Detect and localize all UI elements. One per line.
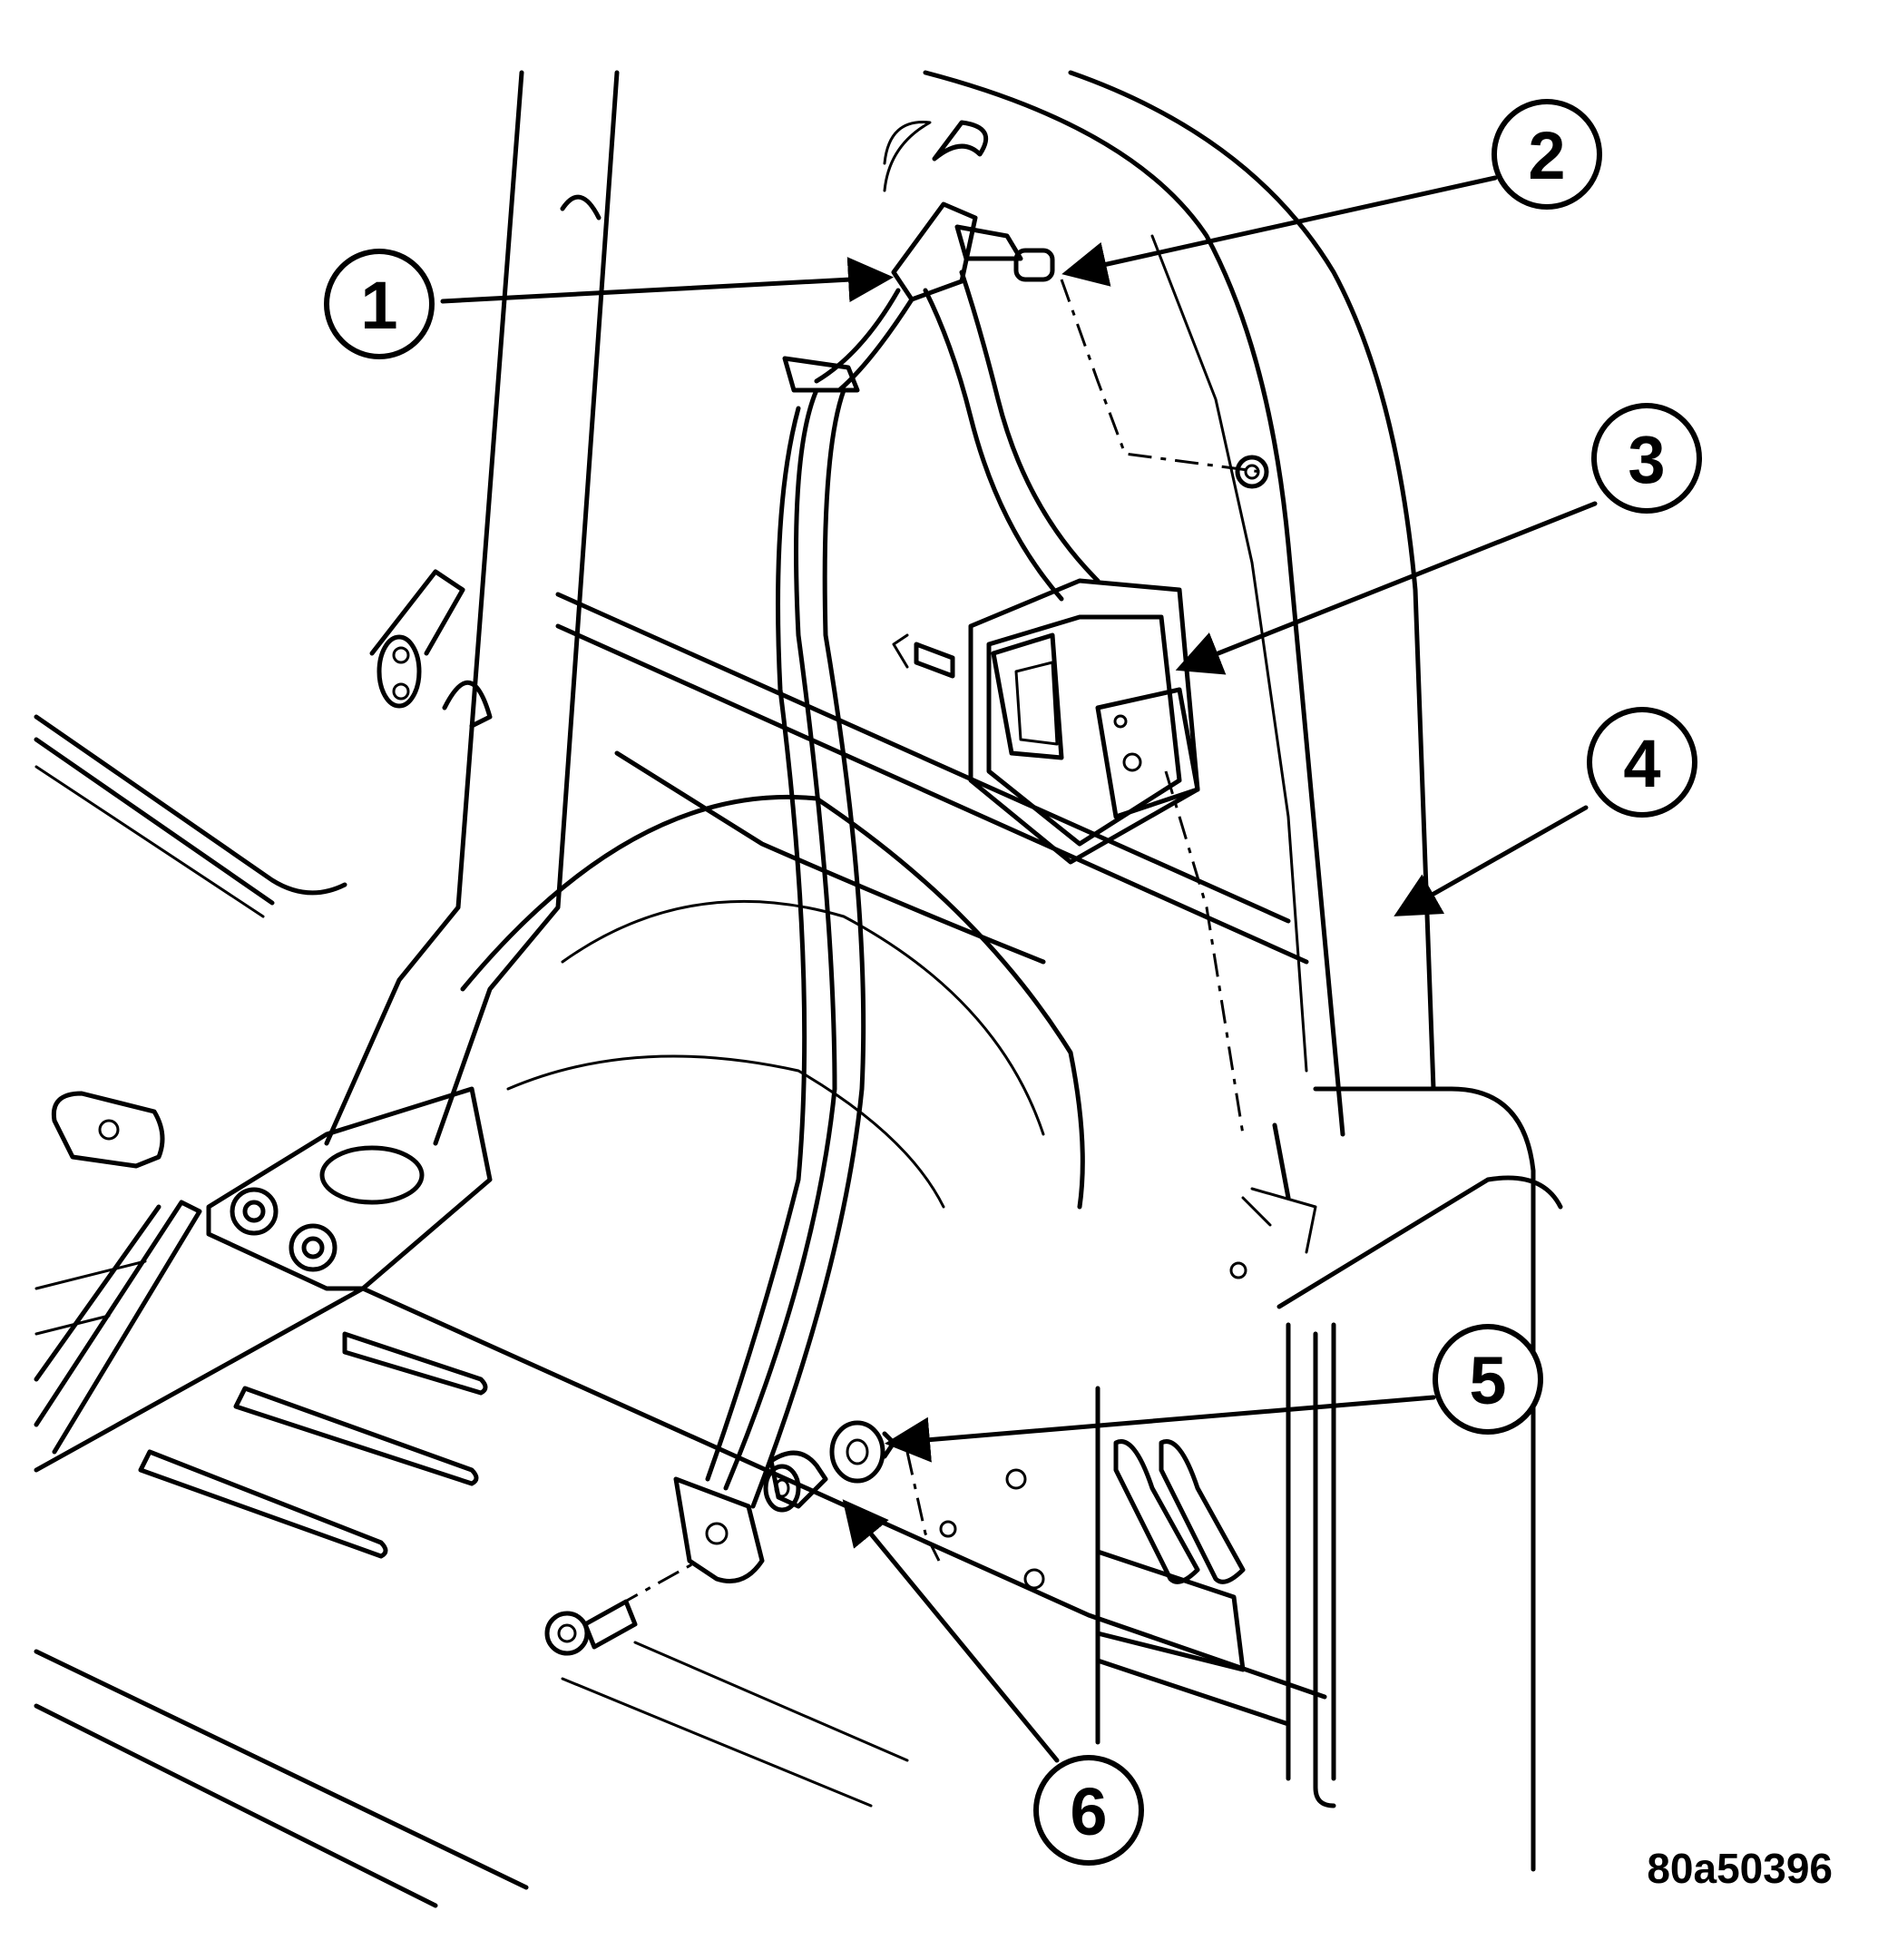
retractor <box>892 578 1245 1135</box>
rear-floor-panel <box>34 1286 1327 1908</box>
callout-5: 5 <box>1433 1324 1543 1435</box>
left-roll-bar-post <box>324 70 620 1146</box>
rear-body-panel <box>460 592 1309 1210</box>
seat-belt-webbing <box>705 270 1100 1509</box>
callout-4-label: 4 <box>1623 726 1660 801</box>
arrow-4 <box>1394 805 1589 916</box>
callout-6: 6 <box>1033 1755 1144 1866</box>
rear-corner-panel <box>939 1175 1563 1808</box>
upper-anchor <box>883 120 1269 489</box>
left-seat-edge <box>34 714 347 918</box>
right-roll-bar-hoop <box>923 70 1536 1872</box>
callout-4: 4 <box>1587 707 1697 818</box>
left-post-base-bracket <box>51 1086 493 1291</box>
callout-3: 3 <box>1591 403 1702 514</box>
arrow-6 <box>842 1499 1060 1763</box>
callout-1-label: 1 <box>360 268 397 343</box>
callout-6-label: 6 <box>1070 1774 1107 1849</box>
callout-2-label: 2 <box>1528 118 1565 193</box>
callout-1: 1 <box>324 249 435 359</box>
callout-5-label: 5 <box>1469 1343 1506 1418</box>
figure-id: 80a50396 <box>1647 1845 1833 1892</box>
arrow-1 <box>440 257 894 304</box>
arrow-3 <box>1175 501 1598 675</box>
callout-arrows <box>440 175 1598 1763</box>
arrow-2 <box>1061 175 1498 287</box>
callout-2: 2 <box>1492 99 1602 210</box>
floor-ribs-left <box>34 1200 202 1455</box>
callout-3-label: 3 <box>1628 422 1665 497</box>
arrow-5 <box>885 1395 1436 1463</box>
